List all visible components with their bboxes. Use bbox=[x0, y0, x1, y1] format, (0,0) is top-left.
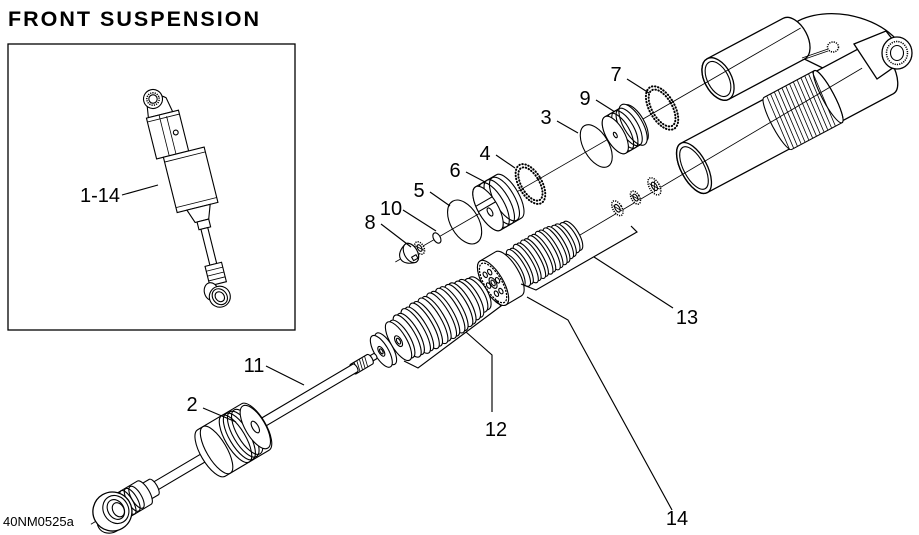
reservoir-valve bbox=[172, 129, 179, 136]
callout-8-leader bbox=[380, 223, 412, 248]
callout-5-label: 5 bbox=[413, 180, 424, 202]
callout-2-leader bbox=[202, 407, 237, 423]
valve-piston bbox=[476, 250, 525, 307]
upper-centerline bbox=[395, 27, 801, 263]
floating-piston bbox=[601, 103, 649, 155]
rod-assembly-axis bbox=[90, 67, 863, 534]
page-title: FRONT SUSPENSION bbox=[8, 7, 261, 31]
callout-4-label: 4 bbox=[479, 143, 490, 165]
callout-10-leader bbox=[402, 209, 437, 232]
callout-6-label: 6 bbox=[449, 160, 460, 182]
inset-box bbox=[7, 43, 296, 331]
callout-14-leader bbox=[526, 296, 673, 511]
callout-11-label: 11 bbox=[244, 355, 265, 377]
small-oring-10 bbox=[432, 232, 442, 244]
shock-rod bbox=[200, 226, 218, 266]
callouts: 7 9 3 4 6 5 10 8 11 2 12 13 14 bbox=[186, 64, 698, 530]
spring-preload-threads bbox=[762, 69, 844, 151]
callout-13-leader bbox=[593, 256, 674, 309]
callout-1-14-label: 1-14 bbox=[80, 185, 120, 207]
assembled-shock-thumbnail bbox=[142, 88, 231, 308]
callout-10-label: 10 bbox=[380, 198, 402, 220]
callout-12-bracket bbox=[403, 298, 502, 369]
lock-nut bbox=[647, 177, 662, 196]
drawing-code: 40NM0525a bbox=[3, 514, 75, 529]
body-eyelet bbox=[853, 30, 913, 80]
lock-nut bbox=[629, 190, 642, 205]
callout-14-label: 14 bbox=[666, 508, 688, 530]
seal-ring-5 bbox=[447, 199, 483, 245]
seal-head-axis bbox=[395, 27, 801, 264]
cap-plug-8 bbox=[399, 242, 420, 264]
callout-7-label: 7 bbox=[610, 64, 621, 86]
callout-13-label: 13 bbox=[676, 307, 698, 329]
callout-4-leader bbox=[495, 154, 516, 169]
callout-3-leader bbox=[556, 120, 579, 134]
seal-ring-3 bbox=[579, 124, 613, 168]
seal-head-piston bbox=[472, 173, 525, 232]
callout-5-leader bbox=[429, 191, 451, 207]
callout-13-bracket bbox=[520, 225, 638, 291]
callout-9-leader bbox=[595, 99, 616, 113]
callout-11-leader bbox=[265, 365, 305, 386]
lock-nut bbox=[610, 200, 624, 217]
rod-end-eyelet bbox=[92, 478, 160, 534]
callout-9-label: 9 bbox=[579, 88, 590, 110]
reservoir-valve-stem bbox=[801, 41, 840, 61]
callout-3-label: 3 bbox=[540, 107, 551, 129]
callout-12-label: 12 bbox=[485, 419, 507, 441]
shim-stack-outer bbox=[499, 220, 584, 290]
body-cap-nut bbox=[194, 402, 273, 478]
oring-7 bbox=[644, 85, 680, 131]
shim-stack-inner bbox=[384, 276, 492, 362]
callout-1-14-leader bbox=[121, 184, 159, 196]
callout-2-label: 2 bbox=[186, 394, 197, 416]
callout-8-label: 8 bbox=[364, 212, 375, 234]
oring-4 bbox=[514, 163, 547, 205]
callout-6-leader bbox=[465, 171, 486, 183]
callout-12-leader bbox=[465, 331, 493, 412]
callout-7-leader bbox=[626, 78, 650, 94]
reservoir-sleeve bbox=[162, 146, 219, 214]
